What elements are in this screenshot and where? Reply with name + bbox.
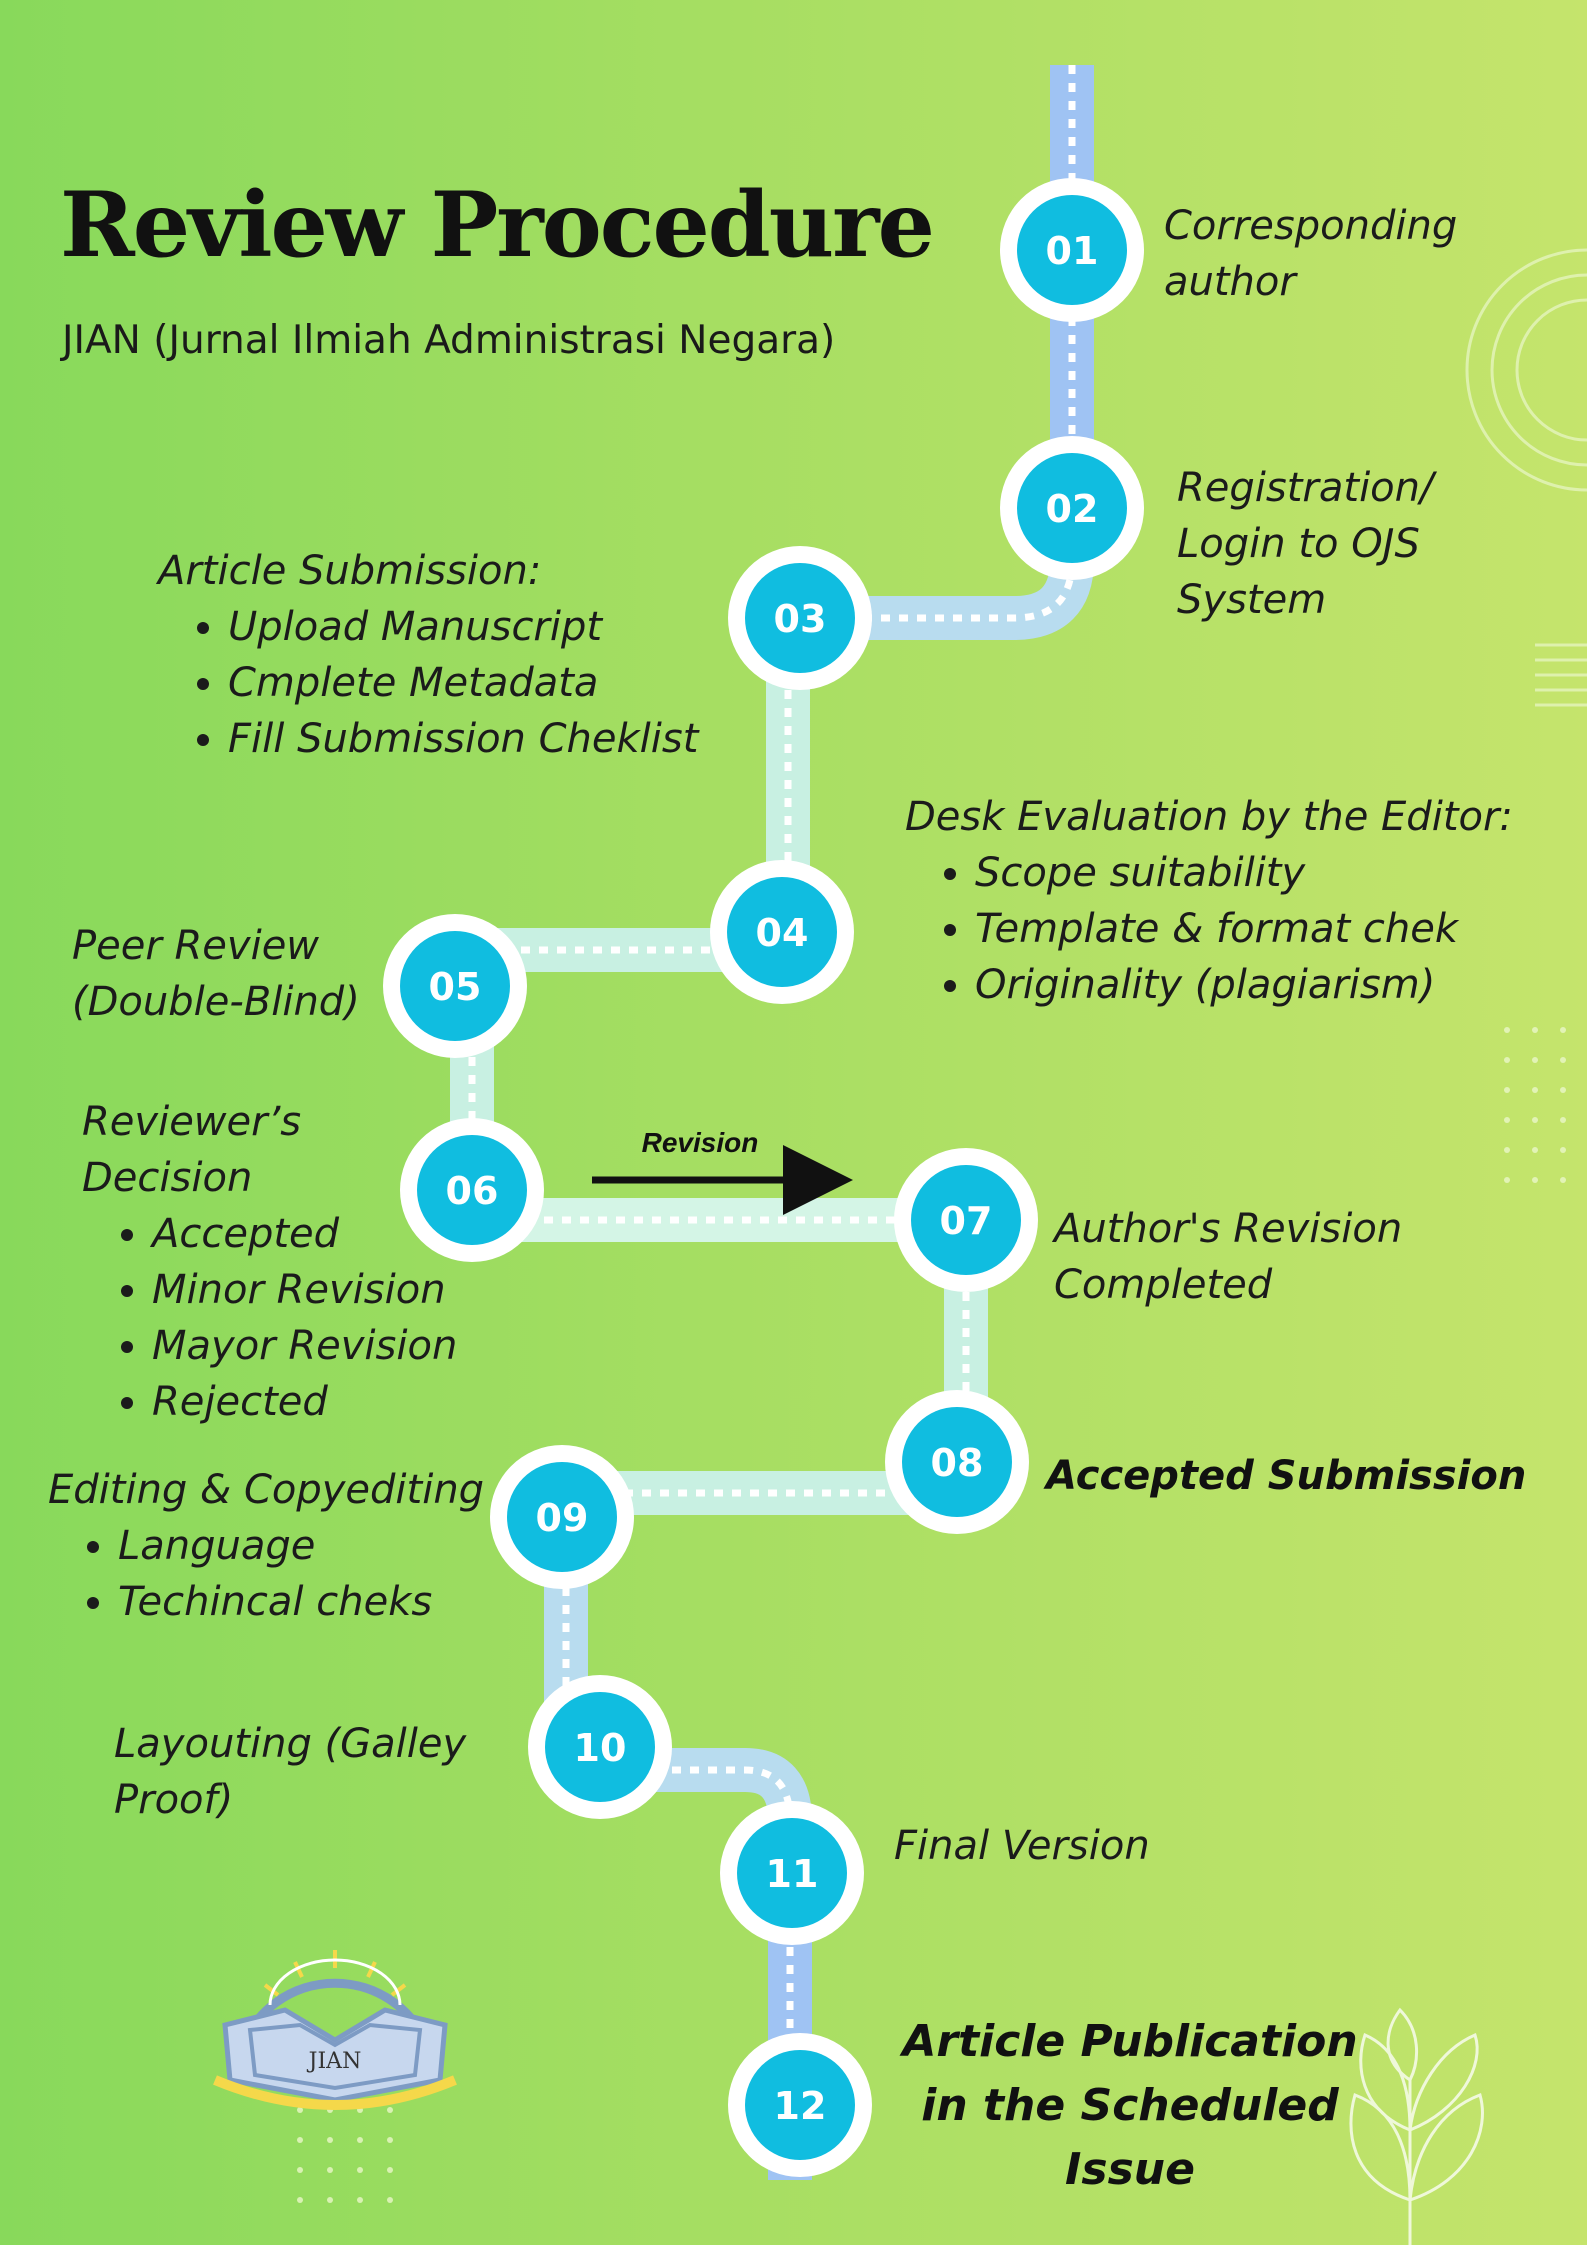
step-label-02: Registration/ Login to OJS System <box>1177 460 1497 628</box>
step-number-04: 04 <box>756 911 809 955</box>
decorative-arcs <box>1465 248 1587 492</box>
step-label-05: Peer Review (Double-Blind) <box>72 918 392 1030</box>
step-node-03: 03 <box>728 546 872 690</box>
logo-text: JIAN <box>307 2049 362 2074</box>
list-item: Mayor Revision <box>152 1318 462 1374</box>
step-label-06: Reviewer’s Decision Accepted Minor Revis… <box>82 1094 462 1430</box>
page-title: Review Procedure <box>60 172 935 278</box>
step-label-09: Editing & Copyediting Language Techincal… <box>48 1462 498 1630</box>
step-node-07: 07 <box>894 1148 1038 1292</box>
list-item: Template & format chek <box>975 901 1545 957</box>
list-item: Techincal cheks <box>118 1574 498 1630</box>
step-title-06: Reviewer’s Decision <box>82 1099 302 1201</box>
list-item: Language <box>118 1518 498 1574</box>
step-items-09: Language Techincal cheks <box>48 1518 498 1630</box>
step-node-09: 09 <box>490 1445 634 1589</box>
list-item: Upload Manuscript <box>228 599 758 655</box>
leaf-decoration <box>1349 2007 1484 2245</box>
step-label-08: Accepted Submission <box>1046 1448 1566 1504</box>
step-items-04: Scope suitability Template & format chek… <box>905 845 1545 1013</box>
list-item: Fill Submission Cheklist <box>228 711 758 767</box>
step-title-11: Final Version <box>894 1823 1150 1869</box>
decorative-lines <box>1535 643 1587 707</box>
step-title-03: Article Submission: <box>158 548 542 594</box>
step-title-02: Registration/ Login to OJS System <box>1177 465 1434 623</box>
step-title-08: Accepted Submission <box>1046 1453 1527 1499</box>
list-item: Minor Revision <box>152 1262 462 1318</box>
list-item: Scope suitability <box>975 845 1545 901</box>
step-label-04: Desk Evaluation by the Editor: Scope sui… <box>905 789 1545 1013</box>
step-title-05: Peer Review (Double-Blind) <box>72 923 360 1025</box>
step-title-01: Corresponding author <box>1164 203 1458 305</box>
step-number-08: 08 <box>931 1441 984 1485</box>
step-number-03: 03 <box>774 597 827 641</box>
step-node-08: 08 <box>885 1390 1029 1534</box>
step-number-02: 02 <box>1046 487 1099 531</box>
step-number-10: 10 <box>574 1726 627 1770</box>
step-number-12: 12 <box>774 2084 827 2128</box>
step-node-10: 10 <box>528 1675 672 1819</box>
step-node-05: 05 <box>383 914 527 1058</box>
step-node-04: 04 <box>710 860 854 1004</box>
revision-label: Revision <box>642 1127 759 1158</box>
step-title-07: Author's Revision Completed <box>1054 1206 1403 1308</box>
step-label-12: Article Publication in the Scheduled Iss… <box>890 2010 1370 2202</box>
step-number-05: 05 <box>429 965 482 1009</box>
list-item: Cmplete Metadata <box>228 655 758 711</box>
step-items-03: Upload Manuscript Cmplete Metadata Fill … <box>158 599 758 767</box>
step-title-09: Editing & Copyediting <box>48 1467 485 1513</box>
step-label-07: Author's Revision Completed <box>1054 1201 1434 1313</box>
list-item: Rejected <box>152 1374 462 1430</box>
step-node-12: 12 <box>728 2033 872 2177</box>
step-number-09: 09 <box>536 1496 589 1540</box>
step-node-01: 01 <box>1000 178 1144 322</box>
list-item: Accepted <box>152 1206 462 1262</box>
step-node-06: 06 <box>400 1118 544 1262</box>
step-label-10: Layouting (Galley Proof) <box>114 1716 494 1828</box>
step-number-11: 11 <box>766 1852 819 1896</box>
step-title-10: Layouting (Galley Proof) <box>114 1721 467 1823</box>
step-number-06: 06 <box>446 1169 499 1213</box>
step-node-02: 02 <box>1000 436 1144 580</box>
step-label-03: Article Submission: Upload Manuscript Cm… <box>158 543 758 767</box>
step-items-06: Accepted Minor Revision Mayor Revision R… <box>82 1206 462 1430</box>
step-title-04: Desk Evaluation by the Editor: <box>905 794 1513 840</box>
jian-logo: JIAN <box>213 1950 457 2110</box>
step-number-01: 01 <box>1046 229 1099 273</box>
step-number-07: 07 <box>940 1199 993 1243</box>
page-subtitle: JIAN (Jurnal Ilmiah Administrasi Negara) <box>62 318 836 363</box>
step-node-11: 11 <box>720 1801 864 1945</box>
step-label-11: Final Version <box>894 1818 1254 1874</box>
step-label-01: Corresponding author <box>1164 198 1494 310</box>
step-title-12: Article Publication in the Scheduled Iss… <box>902 2016 1358 2195</box>
list-item: Originality (plagiarism) <box>975 957 1545 1013</box>
